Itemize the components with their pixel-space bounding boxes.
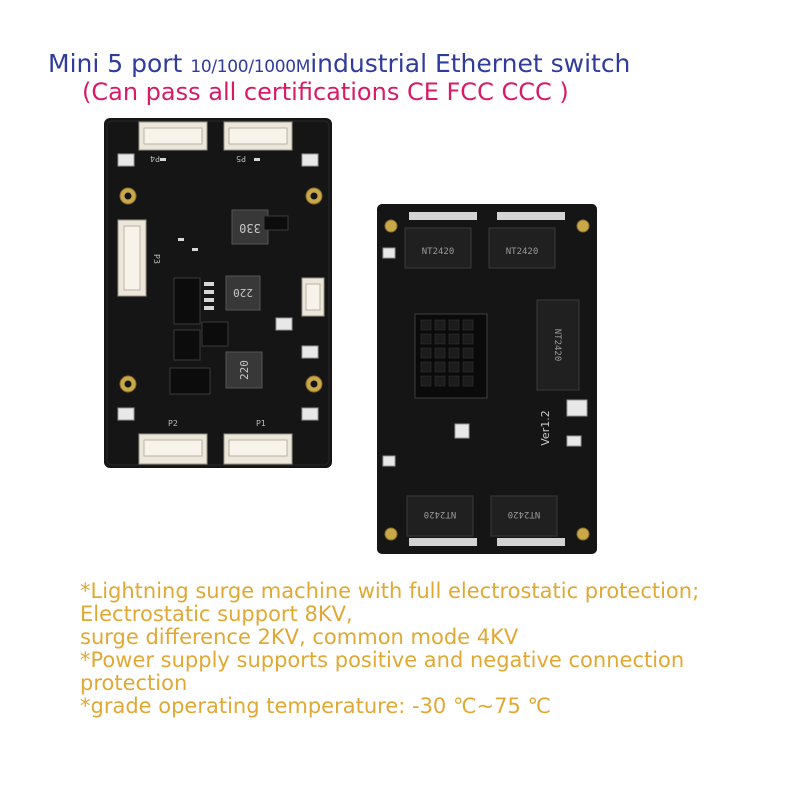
pin-rows-top [409, 212, 565, 220]
chip-side-label: NT2420 [552, 329, 562, 362]
connector-p2 [138, 433, 208, 465]
inductor-top: 330 [231, 209, 269, 245]
label-p3: P3 [152, 254, 161, 264]
chip-bottom-right-label: NT2420 [508, 509, 541, 519]
feature-line: *Power supply supports positive and nega… [80, 648, 685, 672]
pcb-bottom-view-image: NT2420 NT2420 NT2420 NT2420 NT2420 [377, 204, 597, 554]
feature-line: protection [80, 671, 188, 695]
title-part1: Mini 5 port [48, 49, 191, 78]
chip-bottom-left-label: NT2420 [424, 509, 457, 519]
inductor-bottom-label: 220 [238, 360, 251, 380]
connector-p1 [223, 433, 293, 465]
power-connector [301, 277, 325, 317]
feature-line: *grade operating temperature: -30 ℃~75 ℃ [80, 694, 552, 718]
inductor-bottom: 220 [225, 351, 263, 389]
inductor-top-label: 330 [239, 221, 261, 235]
feature-list: *Lightning surge machine with full elect… [80, 580, 699, 718]
title-speed: 10/100/1000M [190, 57, 311, 77]
chip-bottom-left: NT2420 [406, 495, 474, 537]
mounting-holes-right [384, 219, 590, 541]
title-line-1: Mini 5 port 10/100/1000Mindustrial Ether… [48, 49, 630, 78]
title-part2: industrial Ethernet switch [310, 49, 631, 78]
label-p2: P2 [168, 419, 178, 428]
chip-top-right: NT2420 [488, 227, 556, 269]
connector-p4 [138, 121, 208, 151]
title-line-2: (Can pass all certifications CE FCC CCC … [82, 78, 569, 106]
chip-side: NT2420 [536, 299, 580, 391]
inductor-mid-label: 220 [233, 286, 253, 299]
feature-line: Electrostatic support 8KV, [80, 602, 353, 626]
label-p5: P5 [236, 154, 246, 163]
heatsink [414, 313, 488, 399]
mounting-holes [119, 187, 323, 393]
chip-top-right-label: NT2420 [506, 247, 539, 257]
feature-line: *Lightning surge machine with full elect… [80, 579, 700, 603]
led-pads [117, 153, 319, 421]
chip-bottom-right: NT2420 [490, 495, 558, 537]
pcb-top-view-image: 330 220 220 P4 P5 P3 P2 P1 [104, 118, 332, 468]
connector-p5 [223, 121, 293, 151]
label-p1: P1 [256, 419, 266, 428]
version-label: Ver1.2 [539, 410, 552, 445]
connector-p3 [117, 219, 147, 297]
chip-top-left-label: NT2420 [422, 247, 455, 257]
feature-line: surge difference 2KV, common mode 4KV [80, 625, 519, 649]
pin-rows-bottom [409, 538, 565, 546]
chip-top-left: NT2420 [404, 227, 472, 269]
label-p4: P4 [150, 154, 160, 163]
inductor-mid: 220 [225, 275, 261, 311]
